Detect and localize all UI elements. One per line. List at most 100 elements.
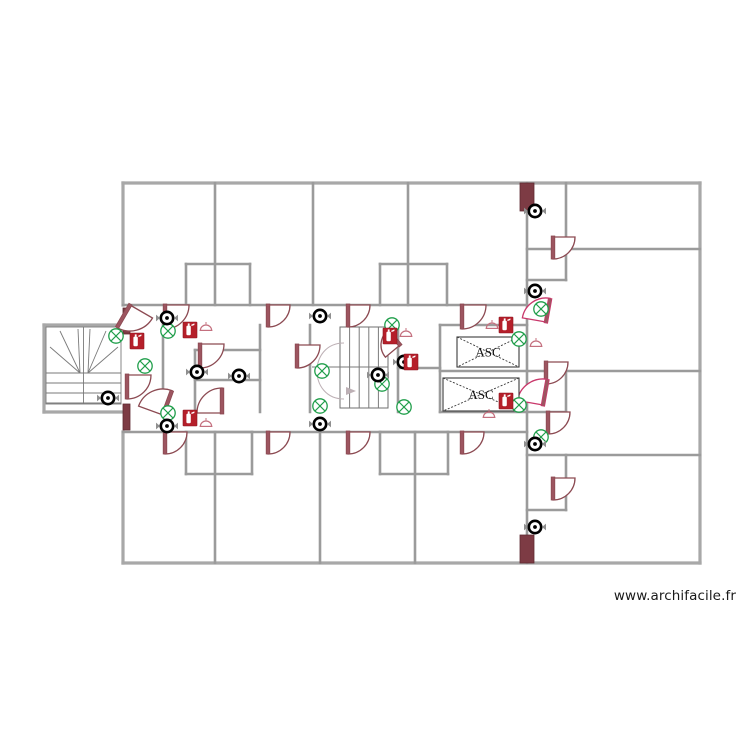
door-18[interactable] bbox=[545, 410, 571, 435]
detector-core bbox=[237, 374, 241, 378]
door-leaf bbox=[459, 430, 465, 455]
smoke-detector-icon-2[interactable] bbox=[309, 416, 331, 432]
elevator-cross bbox=[456, 336, 520, 368]
smoke-detector-icon-5[interactable] bbox=[186, 364, 208, 380]
room-chambre-sud-3 bbox=[320, 432, 415, 563]
smoke-detector-icon-4[interactable] bbox=[97, 390, 119, 406]
smoke-detector-icon-7[interactable] bbox=[367, 367, 389, 383]
detector-flange-right bbox=[542, 523, 546, 531]
wall-opening-ouverture-gauche-bas[interactable] bbox=[122, 403, 131, 431]
staircase-center[interactable] bbox=[312, 326, 389, 409]
detector-flange-left bbox=[186, 368, 190, 376]
detector-flange-right bbox=[174, 422, 178, 430]
alarm-bell-icon-5[interactable] bbox=[529, 338, 543, 348]
fire-extinguisher-icon-5[interactable] bbox=[498, 316, 514, 334]
door-1[interactable] bbox=[265, 303, 291, 328]
detector-flange-right bbox=[246, 372, 250, 380]
door-2[interactable] bbox=[345, 303, 371, 328]
emergency-exit-light-icon-2[interactable] bbox=[137, 358, 153, 374]
alarm-bell-icon-2[interactable] bbox=[399, 328, 413, 338]
detector-flange-right bbox=[327, 420, 331, 428]
emergency-exit-light-icon-4[interactable] bbox=[314, 363, 330, 379]
staircase-west[interactable] bbox=[45, 326, 122, 405]
extinguisher-body bbox=[407, 357, 412, 368]
alarm-bell-icon-0[interactable] bbox=[199, 322, 213, 332]
detector-core bbox=[533, 525, 537, 529]
extinguisher-body bbox=[133, 336, 138, 347]
detector-core bbox=[106, 396, 110, 400]
room-terrasse-est-2 bbox=[527, 249, 700, 371]
emergency-exit-lights-layer[interactable] bbox=[108, 301, 549, 445]
smoke-detector-icon-11[interactable] bbox=[524, 436, 546, 452]
staircase-layer bbox=[45, 326, 389, 409]
smoke-detector-icon-3[interactable] bbox=[156, 418, 178, 434]
door-9[interactable] bbox=[294, 343, 321, 369]
door-leaf bbox=[550, 235, 556, 260]
detector-core bbox=[165, 316, 169, 320]
emergency-exit-light-icon-11[interactable] bbox=[533, 301, 549, 317]
fire-extinguisher-icon-0[interactable] bbox=[182, 321, 198, 339]
alarm-bell-icon-4[interactable] bbox=[482, 409, 496, 419]
alarm-bell-icon-3[interactable] bbox=[485, 320, 499, 330]
room-chambre-sud-4 bbox=[415, 432, 527, 563]
elevator-0[interactable]: ASC bbox=[456, 336, 520, 368]
fire-extinguisher-icon-2[interactable] bbox=[129, 332, 145, 350]
detector-flange-left bbox=[228, 372, 232, 380]
outer-walls-layer bbox=[42, 181, 702, 565]
alarm-dome bbox=[485, 322, 499, 329]
emergency-exit-light-icon-9[interactable] bbox=[511, 331, 527, 347]
door-12[interactable] bbox=[265, 430, 291, 455]
door-14[interactable] bbox=[459, 430, 485, 455]
exit-light-cross bbox=[162, 325, 174, 337]
alarm-bells-layer[interactable] bbox=[199, 320, 543, 428]
detector-flange-left bbox=[524, 287, 528, 295]
detector-flange-right bbox=[542, 287, 546, 295]
emergency-exit-light-icon-1[interactable] bbox=[160, 405, 176, 421]
detector-flange-left bbox=[156, 314, 160, 322]
emergency-exit-light-icon-10[interactable] bbox=[511, 397, 527, 413]
fire-extinguishers-layer[interactable] bbox=[129, 316, 514, 427]
door-leaf bbox=[545, 410, 551, 435]
door-13[interactable] bbox=[345, 430, 371, 455]
door-leaf bbox=[265, 430, 271, 455]
detector-core bbox=[376, 373, 380, 377]
emergency-exit-light-icon-7[interactable] bbox=[312, 398, 328, 414]
door-19[interactable] bbox=[550, 235, 576, 260]
extinguisher-body bbox=[386, 331, 391, 342]
stair-winder bbox=[87, 328, 91, 374]
fire-extinguisher-icon-6[interactable] bbox=[498, 392, 514, 410]
fire-extinguisher-icon-1[interactable] bbox=[182, 409, 198, 427]
door-5[interactable] bbox=[124, 373, 152, 400]
stair-winder bbox=[59, 330, 81, 374]
emergency-exit-light-icon-3[interactable] bbox=[108, 328, 124, 344]
door-20[interactable] bbox=[550, 476, 576, 501]
detector-core bbox=[165, 424, 169, 428]
alarm-bell-icon-1[interactable] bbox=[199, 418, 213, 428]
fire-extinguisher-icon-3[interactable] bbox=[382, 327, 398, 345]
smoke-detector-icon-6[interactable] bbox=[228, 368, 250, 384]
extinguisher-body bbox=[186, 413, 191, 424]
emergency-exit-light-icon-8[interactable] bbox=[396, 399, 412, 415]
alarm-dome bbox=[529, 340, 543, 347]
stair-direction-arrow bbox=[346, 387, 356, 395]
detector-core bbox=[533, 209, 537, 213]
door-4[interactable] bbox=[114, 302, 154, 340]
door-leaf bbox=[550, 476, 556, 501]
smoke-detector-icon-0[interactable] bbox=[156, 310, 178, 326]
smoke-detector-icon-12[interactable] bbox=[524, 519, 546, 535]
detector-flange-right bbox=[385, 371, 389, 379]
door-3[interactable] bbox=[459, 303, 487, 330]
smoke-detector-icon-10[interactable] bbox=[524, 283, 546, 299]
exit-light-cross bbox=[398, 401, 410, 413]
smoke-detector-icon-1[interactable] bbox=[309, 308, 331, 324]
elevator-cross bbox=[456, 336, 520, 368]
exit-light-cross bbox=[376, 378, 388, 390]
doors-layer[interactable] bbox=[114, 235, 576, 501]
fire-extinguisher-icon-4[interactable] bbox=[403, 353, 419, 371]
emergency-exit-light-icon-0[interactable] bbox=[160, 323, 176, 339]
detector-flange-right bbox=[542, 440, 546, 448]
smoke-detector-icon-9[interactable] bbox=[524, 203, 546, 219]
wall-opening-baie-bas[interactable] bbox=[519, 534, 535, 564]
